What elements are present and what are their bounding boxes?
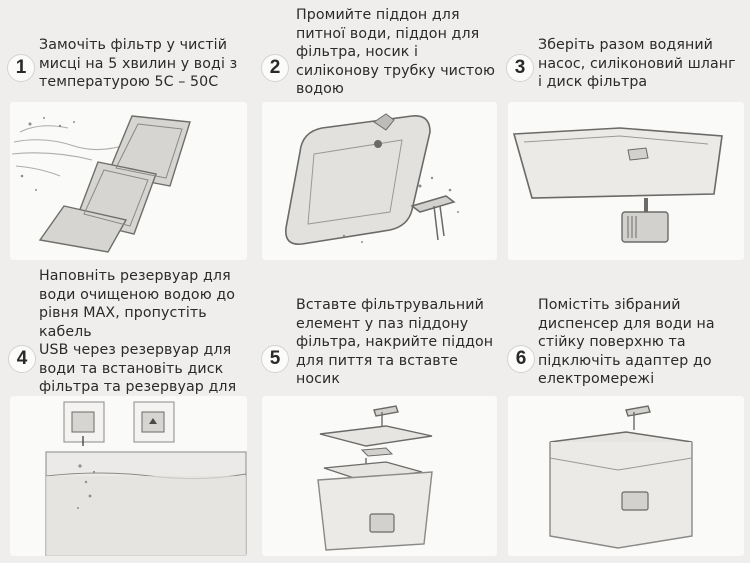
step-2-illustration [262,102,497,260]
step-5-text: Вставте фільтрувальний елемент у паз під… [296,297,494,387]
step-1-text: Замочіть фільтр у чистій мисці на 5 хвил… [39,37,238,90]
step-4-text: Наповніть резервуар для води очищеною во… [39,268,237,414]
step-3-illustration [508,102,744,260]
step-3-number: 3 [506,54,534,82]
step-4-number: 4 [8,345,36,373]
step-6-illustration [508,396,744,556]
step-1-illustration [10,102,247,260]
step-5-illustration [262,396,497,556]
step-4-illustration [10,396,247,556]
step-6-number: 6 [507,345,535,373]
step-2-number: 2 [261,54,289,82]
step-5-number: 5 [261,345,289,373]
step-2-text: Промийте піддон для питної води, піддон … [296,7,496,97]
step-1-number: 1 [7,54,35,82]
step-6-text: Помістіть зібраний диспенсер для води на… [538,297,715,387]
step-3-text: Зберіть разом водяний насос, силіконовий… [538,37,736,90]
